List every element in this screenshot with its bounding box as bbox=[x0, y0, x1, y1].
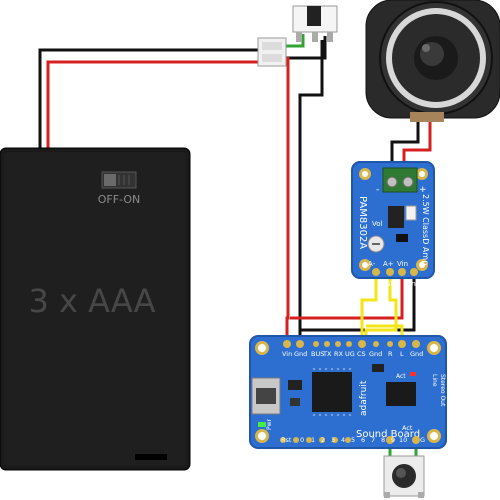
battery-pack: OFF-ON 3 x AAA bbox=[0, 147, 191, 471]
sb-pin-cs: CS bbox=[357, 350, 366, 358]
sb-pin-9: 9 bbox=[391, 436, 395, 444]
power-slide-switch[interactable] bbox=[292, 5, 338, 42]
sb-pin-0: 0 bbox=[300, 436, 304, 444]
vin-to-amp-red-wire bbox=[290, 270, 404, 320]
tactile-pushbutton[interactable] bbox=[383, 455, 425, 498]
jst-connector-icon bbox=[262, 42, 282, 50]
top-pin-labels: Vin Gnd BUS TX RX UG CS Gnd R L Gnd bbox=[282, 350, 423, 358]
sb-pin-6: 6 bbox=[361, 436, 365, 444]
amp-pin-gnd: Gnd bbox=[406, 280, 420, 288]
sb-pin-l: L bbox=[400, 350, 404, 358]
battery-black-wire bbox=[38, 48, 262, 152]
amp-a-plus-yellow-wire bbox=[364, 270, 398, 346]
sb-pin-3: 3 bbox=[331, 436, 335, 444]
sb-pin-r: R bbox=[388, 350, 393, 358]
amp-title: 2.5W ClassD Amp bbox=[421, 194, 430, 265]
sb-pin-act: Act bbox=[402, 424, 413, 432]
battery-slot bbox=[135, 454, 167, 460]
battery-switch[interactable] bbox=[101, 171, 137, 189]
sb-pin-bus: BUS bbox=[311, 350, 324, 358]
sb-pin-8: 8 bbox=[381, 436, 385, 444]
act-led bbox=[410, 372, 416, 376]
amp-chip-label: PAM8302A bbox=[357, 196, 368, 249]
sb-pwr-label: Pwr bbox=[266, 418, 273, 430]
amp-pin-a-minus: A- bbox=[368, 260, 376, 268]
sb-pin-rx: RX bbox=[334, 350, 344, 358]
sb-pin-1: 1 bbox=[311, 436, 315, 444]
pwr-led bbox=[258, 422, 266, 427]
top-header-pads bbox=[283, 340, 420, 348]
slide-switch-icon bbox=[104, 174, 116, 186]
jst-switch-black-link bbox=[286, 36, 327, 60]
battery-label: 3 x AAA bbox=[28, 282, 155, 320]
sb-brand: adafruit bbox=[359, 380, 369, 416]
sb-pin-10: 10 bbox=[399, 436, 407, 444]
amp-pin-sd: SD bbox=[386, 280, 396, 288]
jst-switch-green-link bbox=[286, 34, 305, 48]
sound-board: Vin Gnd BUS TX RX UG CS Gnd R L Gnd bbox=[249, 335, 447, 449]
amp-pin-a-plus: A+ bbox=[383, 260, 394, 268]
amp-a-minus-yellow-wire bbox=[360, 270, 378, 346]
ic-chip-icon bbox=[312, 372, 352, 412]
bottom-header-pads bbox=[280, 436, 420, 444]
amp-speaker-minus: - bbox=[376, 185, 379, 195]
gnd-to-amp-black-wire bbox=[300, 270, 416, 332]
sb-pin-rst: Rst bbox=[281, 436, 292, 444]
ic-chip-icon bbox=[388, 206, 404, 228]
battery-red-wire bbox=[46, 60, 262, 152]
slide-switch-icon bbox=[307, 6, 321, 26]
speaker-black-wire bbox=[390, 118, 420, 172]
sb-pin-gnd3: Gnd bbox=[410, 350, 423, 358]
sb-stereo-out-label: Stereo Out bbox=[439, 374, 446, 407]
bottom-pin-labels: Rst 0 1 2 3 4 5 6 7 8 9 10 Act G bbox=[281, 424, 425, 444]
sb-pin-tx: TX bbox=[322, 350, 332, 358]
amp-speaker-plus: + bbox=[419, 185, 427, 195]
sb-line-label: Line bbox=[431, 374, 438, 387]
sb-pin-7: 7 bbox=[371, 436, 375, 444]
sb-act-label: Act bbox=[396, 373, 406, 380]
amp-pin-vin: Vin bbox=[397, 260, 408, 268]
amp-vol-label: Vol bbox=[372, 220, 383, 228]
sb-pin-gnd2: Gnd bbox=[369, 350, 382, 358]
battery-switch-label: OFF-ON bbox=[98, 193, 140, 206]
switch-gnd-black-wire bbox=[298, 40, 324, 340]
jst-connector[interactable] bbox=[257, 37, 287, 67]
sb-pin-g: G bbox=[420, 436, 425, 444]
sb-pin-4: 4 bbox=[341, 436, 345, 444]
sb-pin-ug: UG bbox=[345, 350, 355, 358]
sb-name: Sound Board bbox=[356, 429, 420, 440]
amplifier-board: - + PAM8302A 2.5W ClassD Amp Vol A- A+ V… bbox=[351, 161, 435, 288]
sb-pin-5: 5 bbox=[351, 436, 355, 444]
sb-pin-2: 2 bbox=[321, 436, 325, 444]
speaker bbox=[365, 0, 500, 122]
switch-to-vin-red-wire bbox=[285, 57, 290, 340]
sb-pin-gnd: Gnd bbox=[294, 350, 307, 358]
sb-pin-vin: Vin bbox=[282, 350, 292, 358]
